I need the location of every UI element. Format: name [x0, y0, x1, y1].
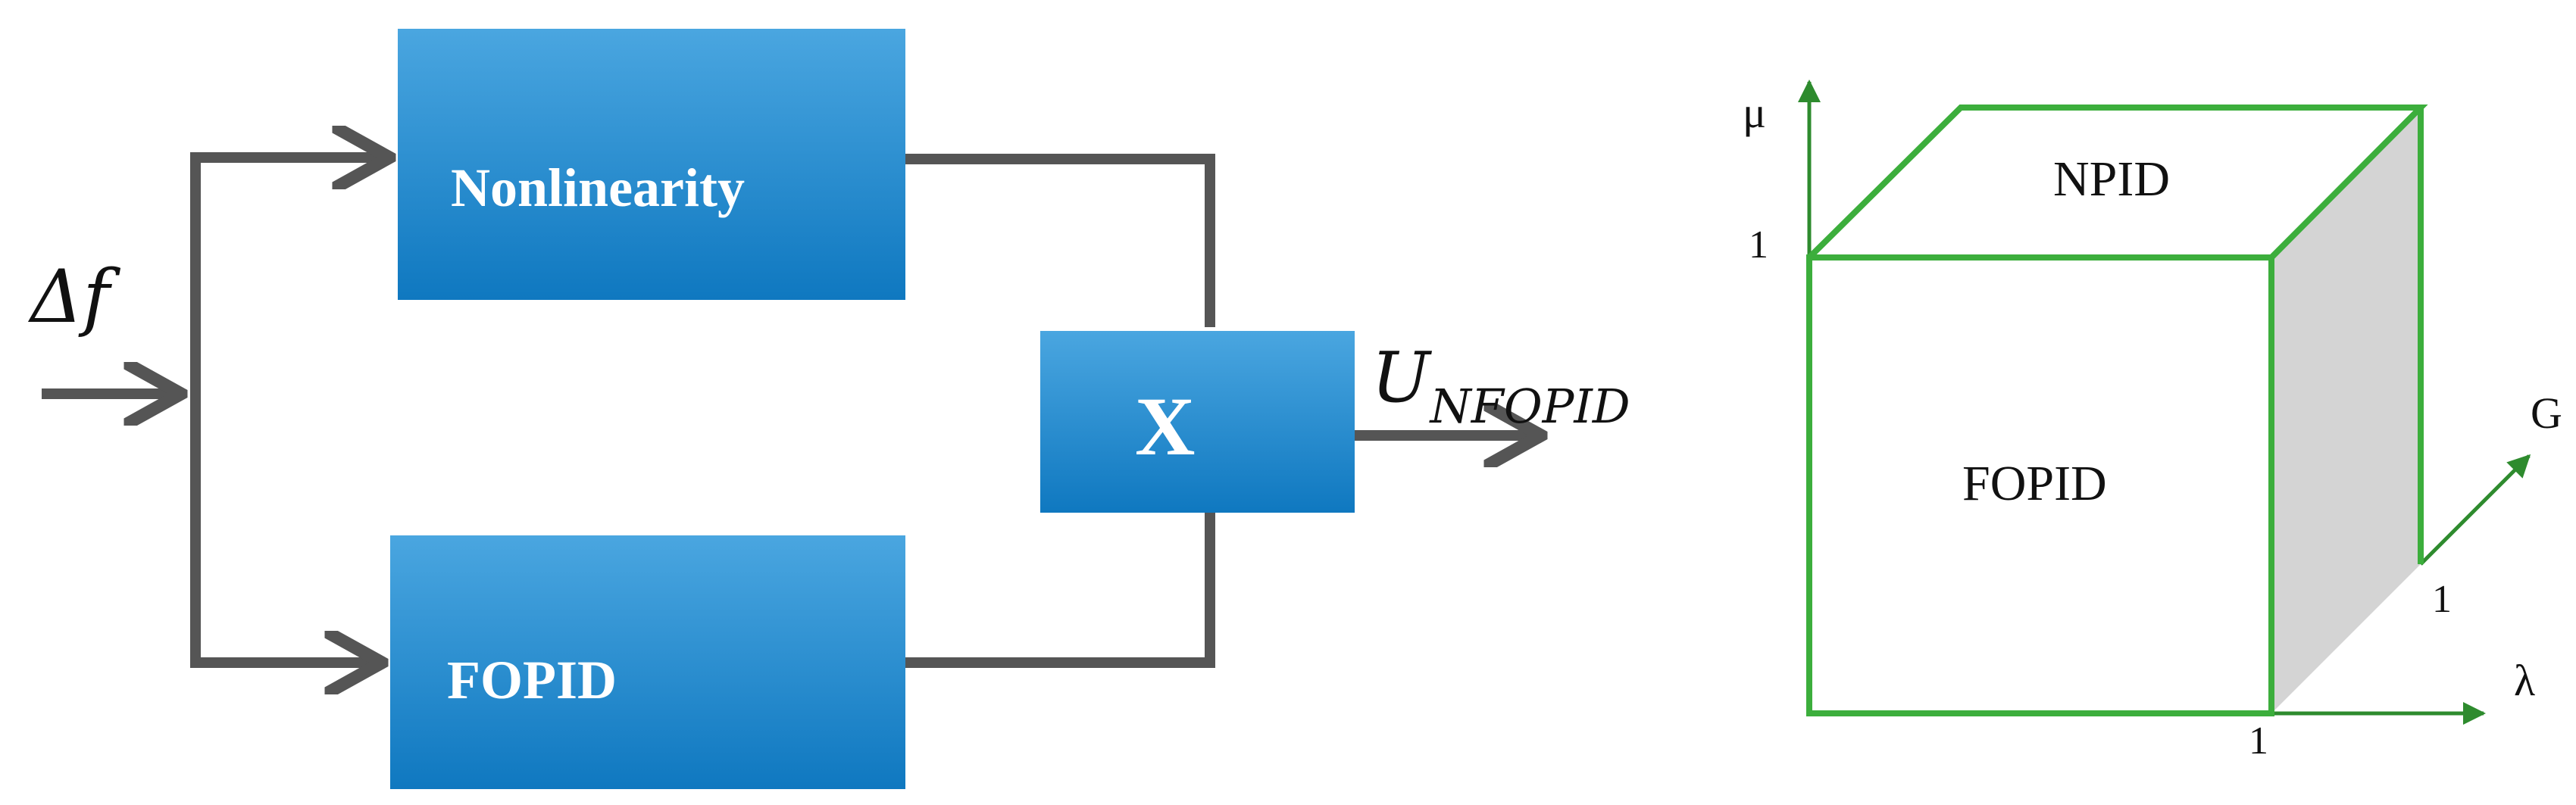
multiplier-label: X [1135, 380, 1195, 473]
lambda-axis-label: λ [2514, 656, 2535, 705]
multiplier-block [1040, 331, 1355, 513]
npid-label: NPID [2053, 151, 2170, 207]
mu-axis-label: μ [1743, 88, 1766, 137]
nonlinearity-to-multiplier-line [905, 154, 1215, 327]
g-tick-label: 1 [2432, 578, 2452, 621]
fopid-cube-label: FOPID [1962, 456, 2107, 511]
cube-top-face-edges [1807, 105, 2428, 260]
output-label-sub: NFOPID [1429, 379, 1630, 434]
g-axis-arrow [2419, 454, 2531, 566]
cube-diagram: μ 1 λ 1 G 1 NPID FOPID [1743, 80, 2562, 763]
input-label: Δf [27, 254, 120, 339]
nonlinearity-label: Nonlinearity [451, 158, 745, 218]
nonlinearity-block [398, 29, 905, 300]
output-label-main: U [1371, 337, 1433, 418]
fopid-to-multiplier-line [905, 513, 1215, 668]
lambda-tick-label: 1 [2249, 719, 2268, 763]
g-axis-label: G [2531, 388, 2562, 438]
fopid-block [390, 535, 905, 789]
fopid-block-label: FOPID [447, 650, 617, 710]
mu-tick-label: 1 [1749, 223, 1768, 267]
cube-front-face [1806, 254, 2274, 716]
cube-side-face [2271, 108, 2421, 713]
output-label: UNFOPID [1371, 337, 1630, 434]
block-diagram: Δf Nonlinearity FOPID X UNFOPID [27, 29, 1630, 789]
